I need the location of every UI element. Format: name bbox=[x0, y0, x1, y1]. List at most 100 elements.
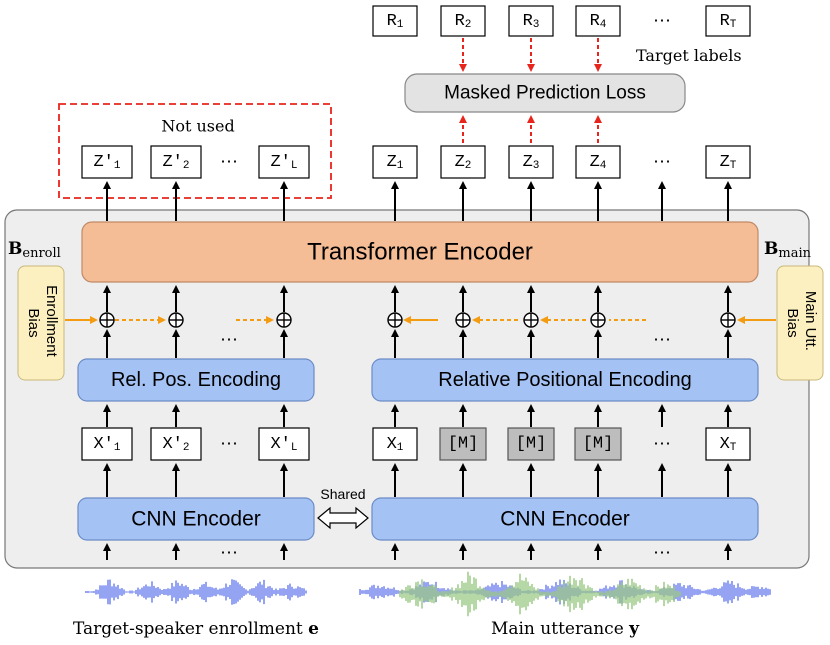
b-enroll-label: Benroll bbox=[8, 239, 61, 261]
svg-text:Z3: Z3 bbox=[523, 153, 540, 173]
svg-text:Shared: Shared bbox=[320, 486, 365, 502]
svg-text:Z4: Z4 bbox=[590, 153, 607, 173]
enroll-output-zl: Z'L bbox=[258, 145, 310, 179]
svg-text:Z'L: Z'L bbox=[270, 153, 297, 173]
svg-text:XT: XT bbox=[720, 435, 737, 455]
main-features: X1 [M] [M] [M] ⋯ XT bbox=[372, 427, 751, 461]
posenc-to-sum-arrows bbox=[103, 329, 732, 358]
svg-text:R4: R4 bbox=[590, 12, 607, 32]
target-labels-row: R1 R2 R3 R4 ⋯ RT Target labels bbox=[372, 5, 751, 65]
svg-text:R2: R2 bbox=[455, 12, 472, 32]
caption-enrollment: Target-speaker enrollment e bbox=[73, 619, 319, 639]
svg-text:Z1: Z1 bbox=[387, 153, 404, 173]
target-labels-caption: Target labels bbox=[636, 46, 742, 65]
main-output-zt: ZT bbox=[705, 145, 751, 179]
svg-text:ZT: ZT bbox=[720, 153, 737, 173]
svg-text:Rel. Pos. Encoding: Rel. Pos. Encoding bbox=[111, 369, 281, 391]
svg-text:R3: R3 bbox=[523, 12, 540, 32]
svg-text:Main Utt. Bias: Main Utt. Bias bbox=[784, 291, 819, 355]
target-label-r1: R1 bbox=[372, 5, 418, 37]
sum-node bbox=[590, 312, 606, 328]
enroll-features: X'1 X'2 ⋯ X'L bbox=[81, 427, 310, 461]
enroll-feature-ellipsis: ⋯ bbox=[220, 434, 238, 455]
main-output-z2: Z2 bbox=[440, 145, 486, 179]
svg-text:[M]: [M] bbox=[583, 435, 614, 454]
sum-node bbox=[523, 312, 539, 328]
masked-prediction-loss: Masked Prediction Loss bbox=[404, 73, 686, 113]
svg-text:X'1: X'1 bbox=[93, 435, 120, 455]
mask-token: [M] bbox=[574, 427, 622, 461]
wave-ellipsis-right: ⋯ bbox=[653, 543, 671, 564]
target-label-r3: R3 bbox=[508, 5, 554, 37]
enroll-feature-x2: X'2 bbox=[150, 427, 202, 461]
not-used-region: Not used bbox=[58, 103, 332, 199]
enroll-feature-xl: X'L bbox=[258, 427, 310, 461]
svg-text:Relative Positional Encoding: Relative Positional Encoding bbox=[438, 369, 692, 391]
svg-text:Z'2: Z'2 bbox=[162, 153, 189, 173]
cnn-encoder-enroll: CNN Encoder bbox=[77, 497, 315, 541]
enrollment-waveform bbox=[85, 579, 307, 605]
main-utt-bias-line1: Main Utt. bbox=[802, 291, 819, 351]
svg-text:[M]: [M] bbox=[516, 435, 547, 454]
sum-to-transformer-arrows bbox=[103, 285, 732, 312]
rel-pos-encoding-enroll: Rel. Pos. Encoding bbox=[77, 358, 315, 402]
target-label-r2: R2 bbox=[440, 5, 486, 37]
svg-text:Masked Prediction Loss: Masked Prediction Loss bbox=[444, 83, 646, 104]
sum-node bbox=[720, 312, 736, 328]
main-output-z4: Z4 bbox=[575, 145, 621, 179]
enroll-feature-x1: X'1 bbox=[81, 427, 133, 461]
shared-weights-arrow: Shared bbox=[317, 486, 369, 530]
wave-ellipsis-left: ⋯ bbox=[220, 543, 238, 564]
svg-text:Z2: Z2 bbox=[455, 153, 472, 173]
svg-text:[M]: [M] bbox=[448, 435, 479, 454]
sum-node bbox=[99, 312, 115, 328]
svg-text:X1: X1 bbox=[387, 435, 404, 455]
label-to-loss-arrows bbox=[459, 38, 602, 72]
enrollment-bias-line2: Bias bbox=[25, 308, 42, 337]
target-label-rt: RT bbox=[705, 5, 751, 37]
sum-ellipsis-right: ⋯ bbox=[653, 330, 671, 351]
main-outputs: Z1 Z2 Z3 Z4 ⋯ ZT bbox=[372, 145, 751, 179]
mask-token: [M] bbox=[507, 427, 555, 461]
mask-token: [M] bbox=[439, 427, 487, 461]
svg-text:X'L: X'L bbox=[270, 435, 297, 455]
target-label-r4: R4 bbox=[575, 5, 621, 37]
svg-text:Z'1: Z'1 bbox=[93, 153, 120, 173]
token-to-posenc-arrows bbox=[103, 404, 732, 427]
output-to-loss-arrows bbox=[459, 115, 602, 143]
transformer-encoder: Transformer Encoder bbox=[81, 221, 759, 283]
sum-ellipsis-left: ⋯ bbox=[220, 330, 238, 351]
sum-node bbox=[387, 312, 403, 328]
transformer-output-arrows bbox=[103, 181, 732, 221]
enroll-output-z2: Z'2 bbox=[150, 145, 202, 179]
svg-text:X'2: X'2 bbox=[162, 435, 189, 455]
enrollment-bias-line1: Enrollment bbox=[43, 285, 60, 358]
main-utterance-waveform bbox=[359, 571, 771, 617]
main-output-z3: Z3 bbox=[508, 145, 554, 179]
svg-text:CNN Encoder: CNN Encoder bbox=[500, 508, 630, 531]
enroll-outputs: Z'1 Z'2 ⋯ Z'L bbox=[81, 145, 310, 179]
sum-nodes bbox=[99, 312, 736, 328]
rel-pos-encoding-main: Relative Positional Encoding bbox=[371, 358, 759, 402]
svg-text:Enrollment Bias: Enrollment Bias bbox=[25, 285, 60, 361]
b-main-label: Bmain bbox=[764, 239, 812, 261]
svg-text:Transformer Encoder: Transformer Encoder bbox=[307, 239, 533, 266]
main-utt-bias-line2: Bias bbox=[784, 308, 801, 337]
enroll-output-ellipsis: ⋯ bbox=[220, 152, 238, 173]
cnn-encoder-main: CNN Encoder bbox=[371, 497, 759, 541]
cnn-to-token-arrows bbox=[103, 463, 732, 497]
sum-node bbox=[276, 312, 292, 328]
main-feature-x1: X1 bbox=[372, 427, 418, 461]
sum-node bbox=[168, 312, 184, 328]
caption-main-utterance: Main utterance y bbox=[491, 619, 640, 639]
enrollment-bias: Enrollment Bias bbox=[17, 265, 65, 381]
svg-text:R1: R1 bbox=[387, 12, 404, 32]
main-utt-bias: Main Utt. Bias bbox=[776, 265, 824, 381]
main-output-ellipsis: ⋯ bbox=[653, 152, 671, 173]
main-feature-ellipsis: ⋯ bbox=[653, 434, 671, 455]
target-labels-ellipsis: ⋯ bbox=[653, 11, 671, 32]
main-feature-xt: XT bbox=[705, 427, 751, 461]
main-output-z1: Z1 bbox=[372, 145, 418, 179]
